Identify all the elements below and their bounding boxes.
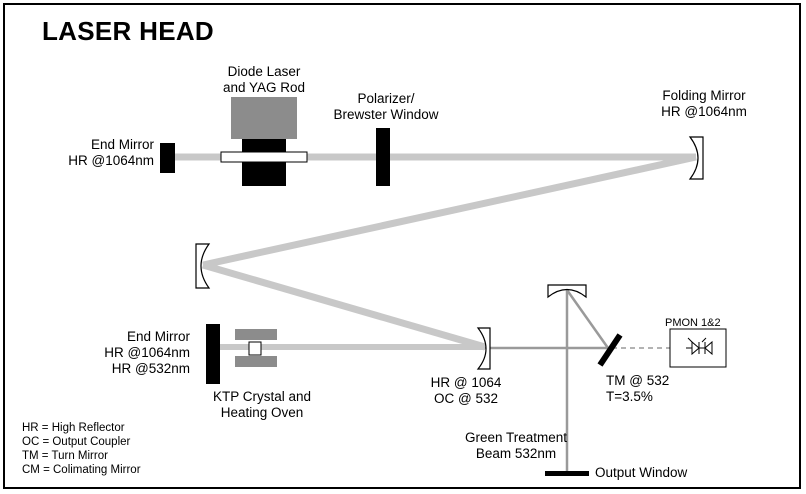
ktp-oven-top <box>235 329 277 340</box>
ktp-oven-bottom <box>235 356 277 367</box>
folding-mirror <box>688 136 704 180</box>
diode-clamp-top <box>242 139 286 152</box>
beam-folding-to-left <box>202 153 697 269</box>
beam-tm-to-cm <box>565 289 610 349</box>
diode-housing <box>231 97 297 139</box>
polarizer-window <box>376 128 390 186</box>
label-end-mirror-top: End Mirror HR @1064nm <box>68 137 154 168</box>
output-window <box>545 471 589 476</box>
label-pmon: PMON 1&2 <box>665 317 721 329</box>
colimating-mirror <box>547 284 587 299</box>
legend-item: OC = Output Coupler <box>22 436 131 448</box>
label-diode-laser: Diode Laser and YAG Rod <box>222 64 306 95</box>
beam-left-to-ocmirror <box>202 261 486 351</box>
diode-clamp-bottom <box>242 162 286 186</box>
beam-1064-paths <box>175 153 697 351</box>
end-mirror-top <box>160 143 175 173</box>
label-polarizer: Polarizer/ Brewster Window <box>333 91 439 122</box>
label-ktp: KTP Crystal and Heating Oven <box>212 389 312 420</box>
label-end-mirror-bottom: End Mirror HR @1064nm HR @532nm <box>104 329 190 376</box>
label-output-window: Output Window <box>595 465 688 480</box>
end-mirror-bottom <box>206 324 220 384</box>
beam-532-paths <box>485 289 676 473</box>
legend-item: HR = High Reflector <box>22 422 125 434</box>
hr-oc-mirror <box>476 327 491 370</box>
label-hr-oc: HR @ 1064 OC @ 532 <box>430 375 502 406</box>
turn-mirror <box>597 333 623 367</box>
diagram-frame <box>3 3 801 489</box>
ktp-crystal <box>248 341 262 356</box>
legend-item: CM = Colimating Mirror <box>22 464 141 476</box>
diagram-title: LASER HEAD <box>42 16 215 46</box>
yag-rod <box>220 151 308 163</box>
photodiode-icon <box>686 337 713 356</box>
abbreviation-legend: HR = High Reflector OC = Output Coupler … <box>22 421 141 477</box>
left-fold-mirror <box>195 243 211 289</box>
label-green-beam: Green Treatment Beam 532nm <box>464 430 568 461</box>
label-tm: TM @ 532 T=3.5% <box>606 373 670 404</box>
label-folding-mirror: Folding Mirror HR @1064nm <box>661 88 747 119</box>
legend-item: TM = Turn Mirror <box>22 450 108 462</box>
